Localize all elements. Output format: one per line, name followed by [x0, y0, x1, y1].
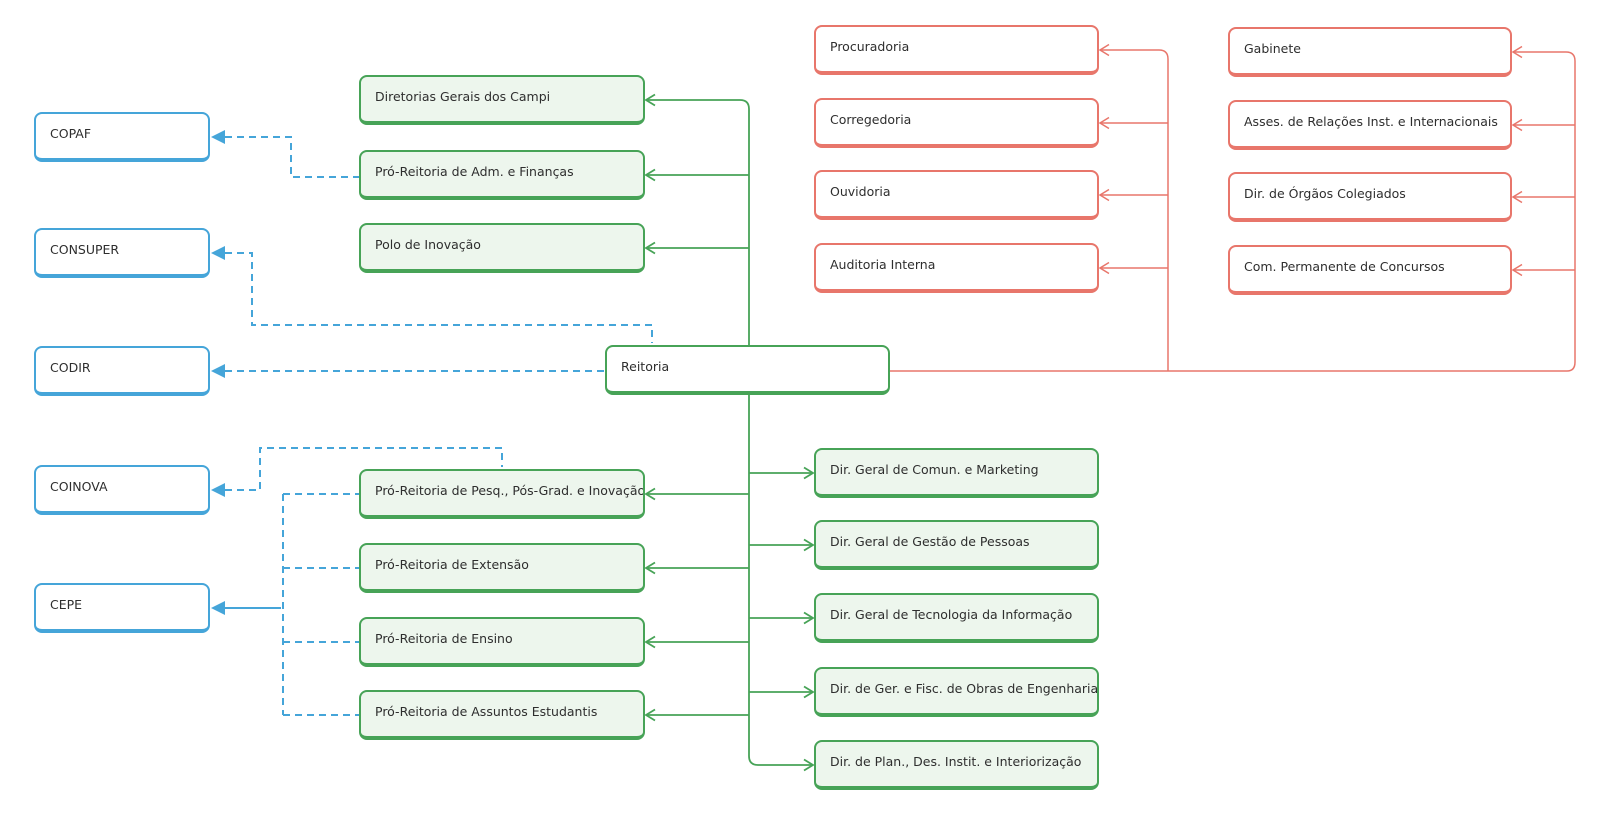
arrowhead-ouvidoria: [1098, 188, 1110, 202]
node-consuper-label: CONSUPER: [50, 242, 120, 257]
arrowhead-corregedoria: [1098, 116, 1110, 130]
edge-reitoria-procuradoria: [1100, 49, 1169, 371]
node-assessoria[interactable]: Asses. de Relações Inst. e Internacionai…: [1228, 100, 1512, 150]
node-consuper[interactable]: CONSUPER: [34, 228, 210, 278]
node-dir-marketing-label: Dir. Geral de Comun. e Marketing: [830, 462, 1039, 477]
arrowhead-copaf: [211, 130, 225, 144]
node-pro-ensino[interactable]: Pró-Reitoria de Ensino: [359, 617, 645, 667]
arrowhead-adm-financas: [644, 168, 656, 182]
node-pro-assuntos-label: Pró-Reitoria de Assuntos Estudantis: [375, 704, 598, 719]
node-copaf-label: COPAF: [50, 126, 92, 141]
node-dir-tecnologia-label: Dir. Geral de Tecnologia da Informação: [830, 607, 1073, 622]
arrowhead-concursos: [1511, 263, 1523, 277]
edge-reitoria-diretorias-campi: [646, 99, 750, 345]
node-corregedoria[interactable]: Corregedoria: [814, 98, 1099, 148]
arrowhead-pro-pesquisa: [644, 487, 656, 501]
arrowhead-gabinete: [1511, 45, 1523, 59]
node-cepe[interactable]: CEPE: [34, 583, 210, 633]
node-orgaos-colegiados[interactable]: Dir. de Órgãos Colegiados: [1228, 172, 1512, 222]
node-gabinete[interactable]: Gabinete: [1228, 27, 1512, 77]
arrowhead-orgaos-colegiados: [1511, 190, 1523, 204]
arrowhead-pro-assuntos: [644, 708, 656, 722]
node-reitoria-label: Reitoria: [621, 359, 670, 374]
node-pro-adm-financas[interactable]: Pró-Reitoria de Adm. e Finanças: [359, 150, 645, 200]
arrowhead-auditoria: [1098, 261, 1110, 275]
node-coinova-label: COINOVA: [50, 479, 108, 494]
node-dir-tecnologia[interactable]: Dir. Geral de Tecnologia da Informação: [814, 593, 1099, 643]
arrowhead-dir-pessoas: [803, 538, 815, 552]
node-diretorias-campi-label: Diretorias Gerais dos Campi: [375, 89, 551, 104]
node-pro-pesquisa[interactable]: Pró-Reitoria de Pesq., Pós-Grad. e Inova…: [359, 469, 645, 519]
node-dir-pessoas-label: Dir. Geral de Gestão de Pessoas: [830, 534, 1030, 549]
node-cepe-label: CEPE: [50, 597, 83, 612]
node-pro-extensao[interactable]: Pró-Reitoria de Extensão: [359, 543, 645, 593]
node-polo-inovacao-label: Polo de Inovação: [375, 237, 481, 252]
arrowhead-dir-obras: [803, 685, 815, 699]
node-gabinete-label: Gabinete: [1244, 41, 1301, 56]
node-procuradoria[interactable]: Procuradoria: [814, 25, 1099, 75]
arrowhead-pro-ensino: [644, 635, 656, 649]
arrowhead-cepe: [211, 601, 225, 615]
node-dir-marketing[interactable]: Dir. Geral de Comun. e Marketing: [814, 448, 1099, 498]
arrowhead-coinova: [211, 483, 225, 497]
node-pro-adm-financas-label: Pró-Reitoria de Adm. e Finanças: [375, 164, 574, 179]
arrowhead-procuradoria: [1098, 43, 1110, 57]
node-assessoria-label: Asses. de Relações Inst. e Internacionai…: [1244, 114, 1498, 129]
node-auditoria-label: Auditoria Interna: [830, 257, 936, 272]
node-dir-pessoas[interactable]: Dir. Geral de Gestão de Pessoas: [814, 520, 1099, 570]
arrowhead-dir-plan: [803, 758, 815, 772]
node-ouvidoria[interactable]: Ouvidoria: [814, 170, 1099, 220]
arrowhead-codir: [211, 364, 225, 378]
edge-admfinancas-copaf: [225, 136, 359, 178]
node-ouvidoria-label: Ouvidoria: [830, 184, 891, 199]
node-concursos-label: Com. Permanente de Concursos: [1244, 259, 1445, 274]
node-codir-label: CODIR: [50, 360, 91, 375]
edges-green: [644, 93, 815, 772]
node-procuradoria-label: Procuradoria: [830, 39, 910, 54]
node-diretorias-campi[interactable]: Diretorias Gerais dos Campi: [359, 75, 645, 125]
arrowhead-consuper: [211, 246, 225, 260]
node-codir[interactable]: CODIR: [34, 346, 210, 396]
edge-reitoria-trunk-bottom: [748, 395, 813, 766]
node-dir-planejamento-label: Dir. de Plan., Des. Instit. e Interioriz…: [830, 754, 1082, 769]
node-corregedoria-label: Corregedoria: [830, 112, 912, 127]
node-dir-obras[interactable]: Dir. de Ger. e Fisc. de Obras de Engenha…: [814, 667, 1099, 717]
node-concursos[interactable]: Com. Permanente de Concursos: [1228, 245, 1512, 295]
arrowhead-polo-inovacao: [644, 241, 656, 255]
node-auditoria[interactable]: Auditoria Interna: [814, 243, 1099, 293]
arrowhead-pro-extensao: [644, 561, 656, 575]
node-pro-assuntos[interactable]: Pró-Reitoria de Assuntos Estudantis: [359, 690, 645, 740]
node-pro-ensino-label: Pró-Reitoria de Ensino: [375, 631, 513, 646]
arrowhead-dir-tecnologia: [803, 611, 815, 625]
node-polo-inovacao[interactable]: Polo de Inovação: [359, 223, 645, 273]
node-orgaos-colegiados-label: Dir. de Órgãos Colegiados: [1244, 186, 1406, 201]
arrowhead-assessoria: [1511, 118, 1523, 132]
node-coinova[interactable]: COINOVA: [34, 465, 210, 515]
node-copaf[interactable]: COPAF: [34, 112, 210, 162]
node-dir-planejamento[interactable]: Dir. de Plan., Des. Instit. e Interioriz…: [814, 740, 1099, 790]
node-pro-pesquisa-label: Pró-Reitoria de Pesq., Pós-Grad. e Inova…: [375, 483, 645, 498]
arrowhead-diretorias-campi: [644, 93, 656, 107]
arrowhead-dir-marketing: [803, 466, 815, 480]
node-dir-obras-label: Dir. de Ger. e Fisc. de Obras de Engenha…: [830, 681, 1099, 696]
node-pro-extensao-label: Pró-Reitoria de Extensão: [375, 557, 529, 572]
node-reitoria[interactable]: Reitoria: [605, 345, 890, 395]
